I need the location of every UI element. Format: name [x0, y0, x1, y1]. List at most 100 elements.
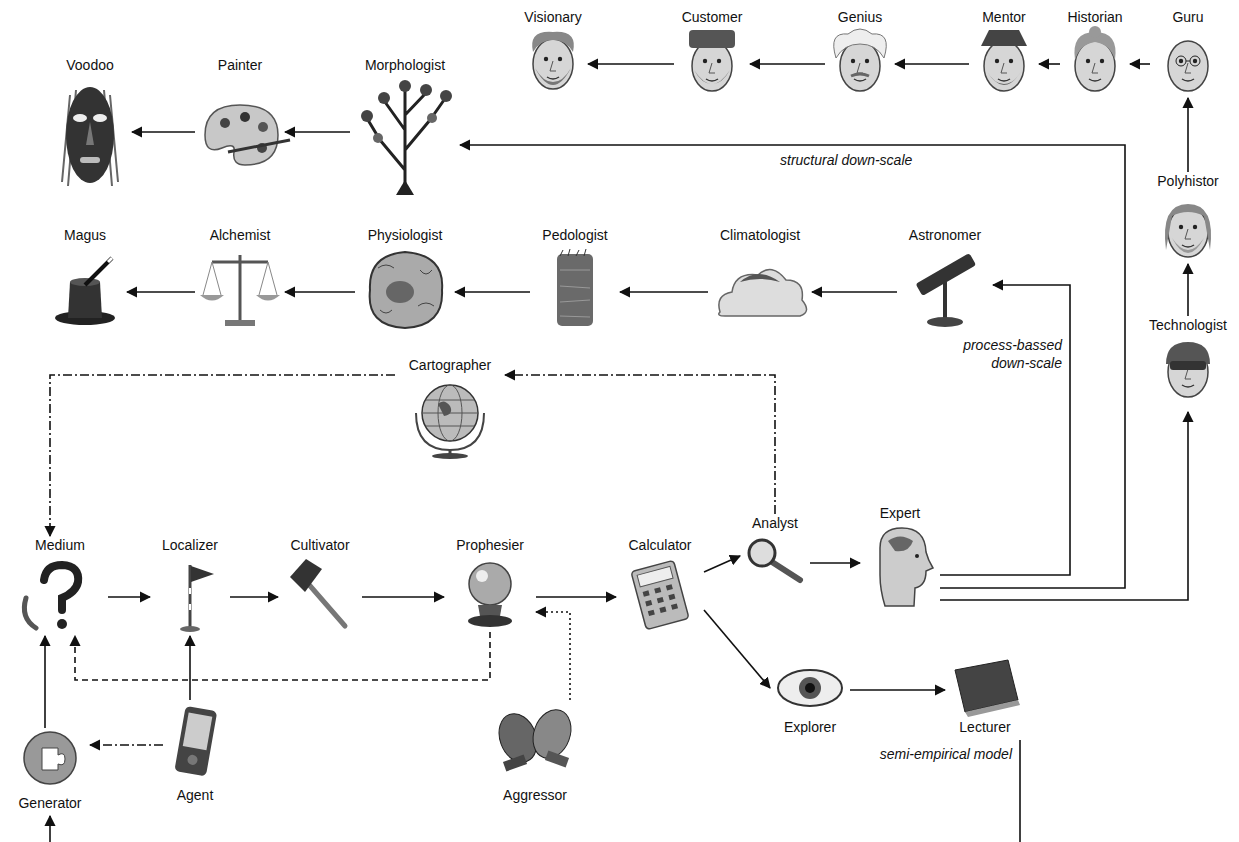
- polyhistor-portrait: [1165, 204, 1211, 257]
- flow-arrow: [460, 145, 1125, 588]
- icon-node: Visionary: [518, 8, 588, 98]
- role-label: Climatologist: [720, 226, 800, 244]
- icon-node: Calculator: [616, 536, 704, 632]
- icon-node: Medium: [12, 536, 108, 636]
- icon-node: Painter: [195, 56, 285, 196]
- icon-node: Mentor: [969, 8, 1039, 98]
- analyst-magnifier: [749, 540, 800, 580]
- icon-node: Alchemist: [195, 226, 285, 332]
- icon-node: Guru: [1150, 8, 1226, 98]
- role-label: Cartographer: [409, 356, 492, 374]
- role-label: Physiologist: [368, 226, 443, 244]
- role-label: Voodoo: [66, 56, 114, 74]
- calculator-device: [631, 560, 689, 629]
- role-label: Painter: [218, 56, 262, 74]
- role-label: Astronomer: [909, 226, 981, 244]
- icon-node: Pedologist: [530, 226, 620, 332]
- flow-arrow: [285, 131, 350, 133]
- icon-node: Astronomer: [897, 226, 993, 332]
- flow-arrow: [189, 636, 191, 700]
- mentor-portrait: [981, 30, 1027, 91]
- flow-arrow: [108, 596, 150, 598]
- flow-arrow: [285, 291, 355, 293]
- flow-arrow: [940, 412, 1188, 600]
- icon-node: Polyhistor: [1148, 172, 1228, 264]
- agent-pda: [174, 706, 217, 777]
- localizer-flag: [180, 565, 214, 632]
- role-label: Magus: [64, 226, 106, 244]
- role-label: Expert: [880, 504, 920, 522]
- role-label: Visionary: [524, 8, 581, 26]
- morphologist-tree: [361, 80, 452, 195]
- alchemist-scales: [200, 255, 280, 326]
- role-label: Explorer: [784, 718, 836, 736]
- role-label: Agent: [177, 786, 214, 804]
- role-label: Technologist: [1149, 316, 1227, 334]
- flow-arrow: [850, 689, 945, 691]
- flow-arrow: [455, 291, 530, 293]
- icon-node: Lecturer: [945, 650, 1025, 736]
- flow-arrow: [1130, 63, 1150, 65]
- icon-node: Agent: [163, 700, 227, 804]
- magus-hat: [55, 258, 115, 325]
- role-label: Analyst: [752, 514, 798, 532]
- icon-node: Localizer: [150, 536, 230, 636]
- flow-arrow: [620, 291, 708, 293]
- role-label: Customer: [682, 8, 743, 26]
- role-label: Medium: [35, 536, 85, 554]
- cultivator-axe: [290, 559, 345, 626]
- guru-portrait: [1168, 41, 1208, 91]
- expert-head: [880, 528, 933, 606]
- icon-node: Generator: [10, 728, 90, 812]
- role-label: Prophesier: [456, 536, 524, 554]
- icon-node: Magus: [43, 226, 127, 332]
- lecturer-book: [955, 660, 1020, 717]
- icon-node: Cultivator: [278, 536, 362, 636]
- role-label: Generator: [18, 794, 81, 812]
- icon-node: Physiologist: [355, 226, 455, 332]
- flow-arrow: [132, 131, 195, 133]
- role-label: Alchemist: [210, 226, 271, 244]
- customer-portrait: [689, 30, 735, 91]
- flow-arrow: [588, 63, 674, 65]
- icon-node: Voodoo: [48, 56, 132, 196]
- role-label: Polyhistor: [1157, 172, 1218, 190]
- role-label: Genius: [838, 8, 882, 26]
- flow-arrow: [940, 285, 1070, 575]
- icon-node: Technologist: [1142, 316, 1234, 412]
- aggressor-gloves: [493, 704, 578, 771]
- flow-arrow: [230, 596, 278, 598]
- role-label: Mentor: [982, 8, 1026, 26]
- role-label: Guru: [1172, 8, 1203, 26]
- voodoo-mask: [62, 87, 118, 186]
- explorer-eye: [778, 670, 842, 706]
- flow-arrow: [75, 632, 490, 680]
- icon-node: Morphologist: [350, 56, 460, 196]
- icon-node: Analyst: [740, 514, 810, 586]
- flow-arrow: [505, 375, 775, 514]
- flow-arrow: [750, 63, 825, 65]
- genius-portrait: [834, 29, 887, 91]
- icon-node: Genius: [825, 8, 895, 98]
- icon-node: Expert: [860, 504, 940, 616]
- icon-node: Climatologist: [708, 226, 812, 332]
- icon-node: Customer: [674, 8, 750, 98]
- role-label: Lecturer: [959, 718, 1010, 736]
- painter-palette: [205, 105, 290, 165]
- role-label: Cultivator: [290, 536, 349, 554]
- cartographer-globe: [416, 385, 484, 459]
- role-label: Historian: [1067, 8, 1122, 26]
- edge-label: structural down-scale: [780, 151, 912, 169]
- flow-arrow: [1039, 63, 1060, 65]
- icon-node: Explorer: [770, 660, 850, 736]
- prophesier-crystal-ball: [468, 563, 512, 627]
- flow-arrow: [704, 610, 770, 688]
- flow-arrow: [90, 744, 163, 746]
- flow-arrow: [1187, 98, 1189, 172]
- visionary-portrait: [532, 32, 574, 89]
- pedologist-soil: [557, 249, 593, 326]
- role-label: Pedologist: [542, 226, 607, 244]
- input-arrow: [49, 816, 51, 842]
